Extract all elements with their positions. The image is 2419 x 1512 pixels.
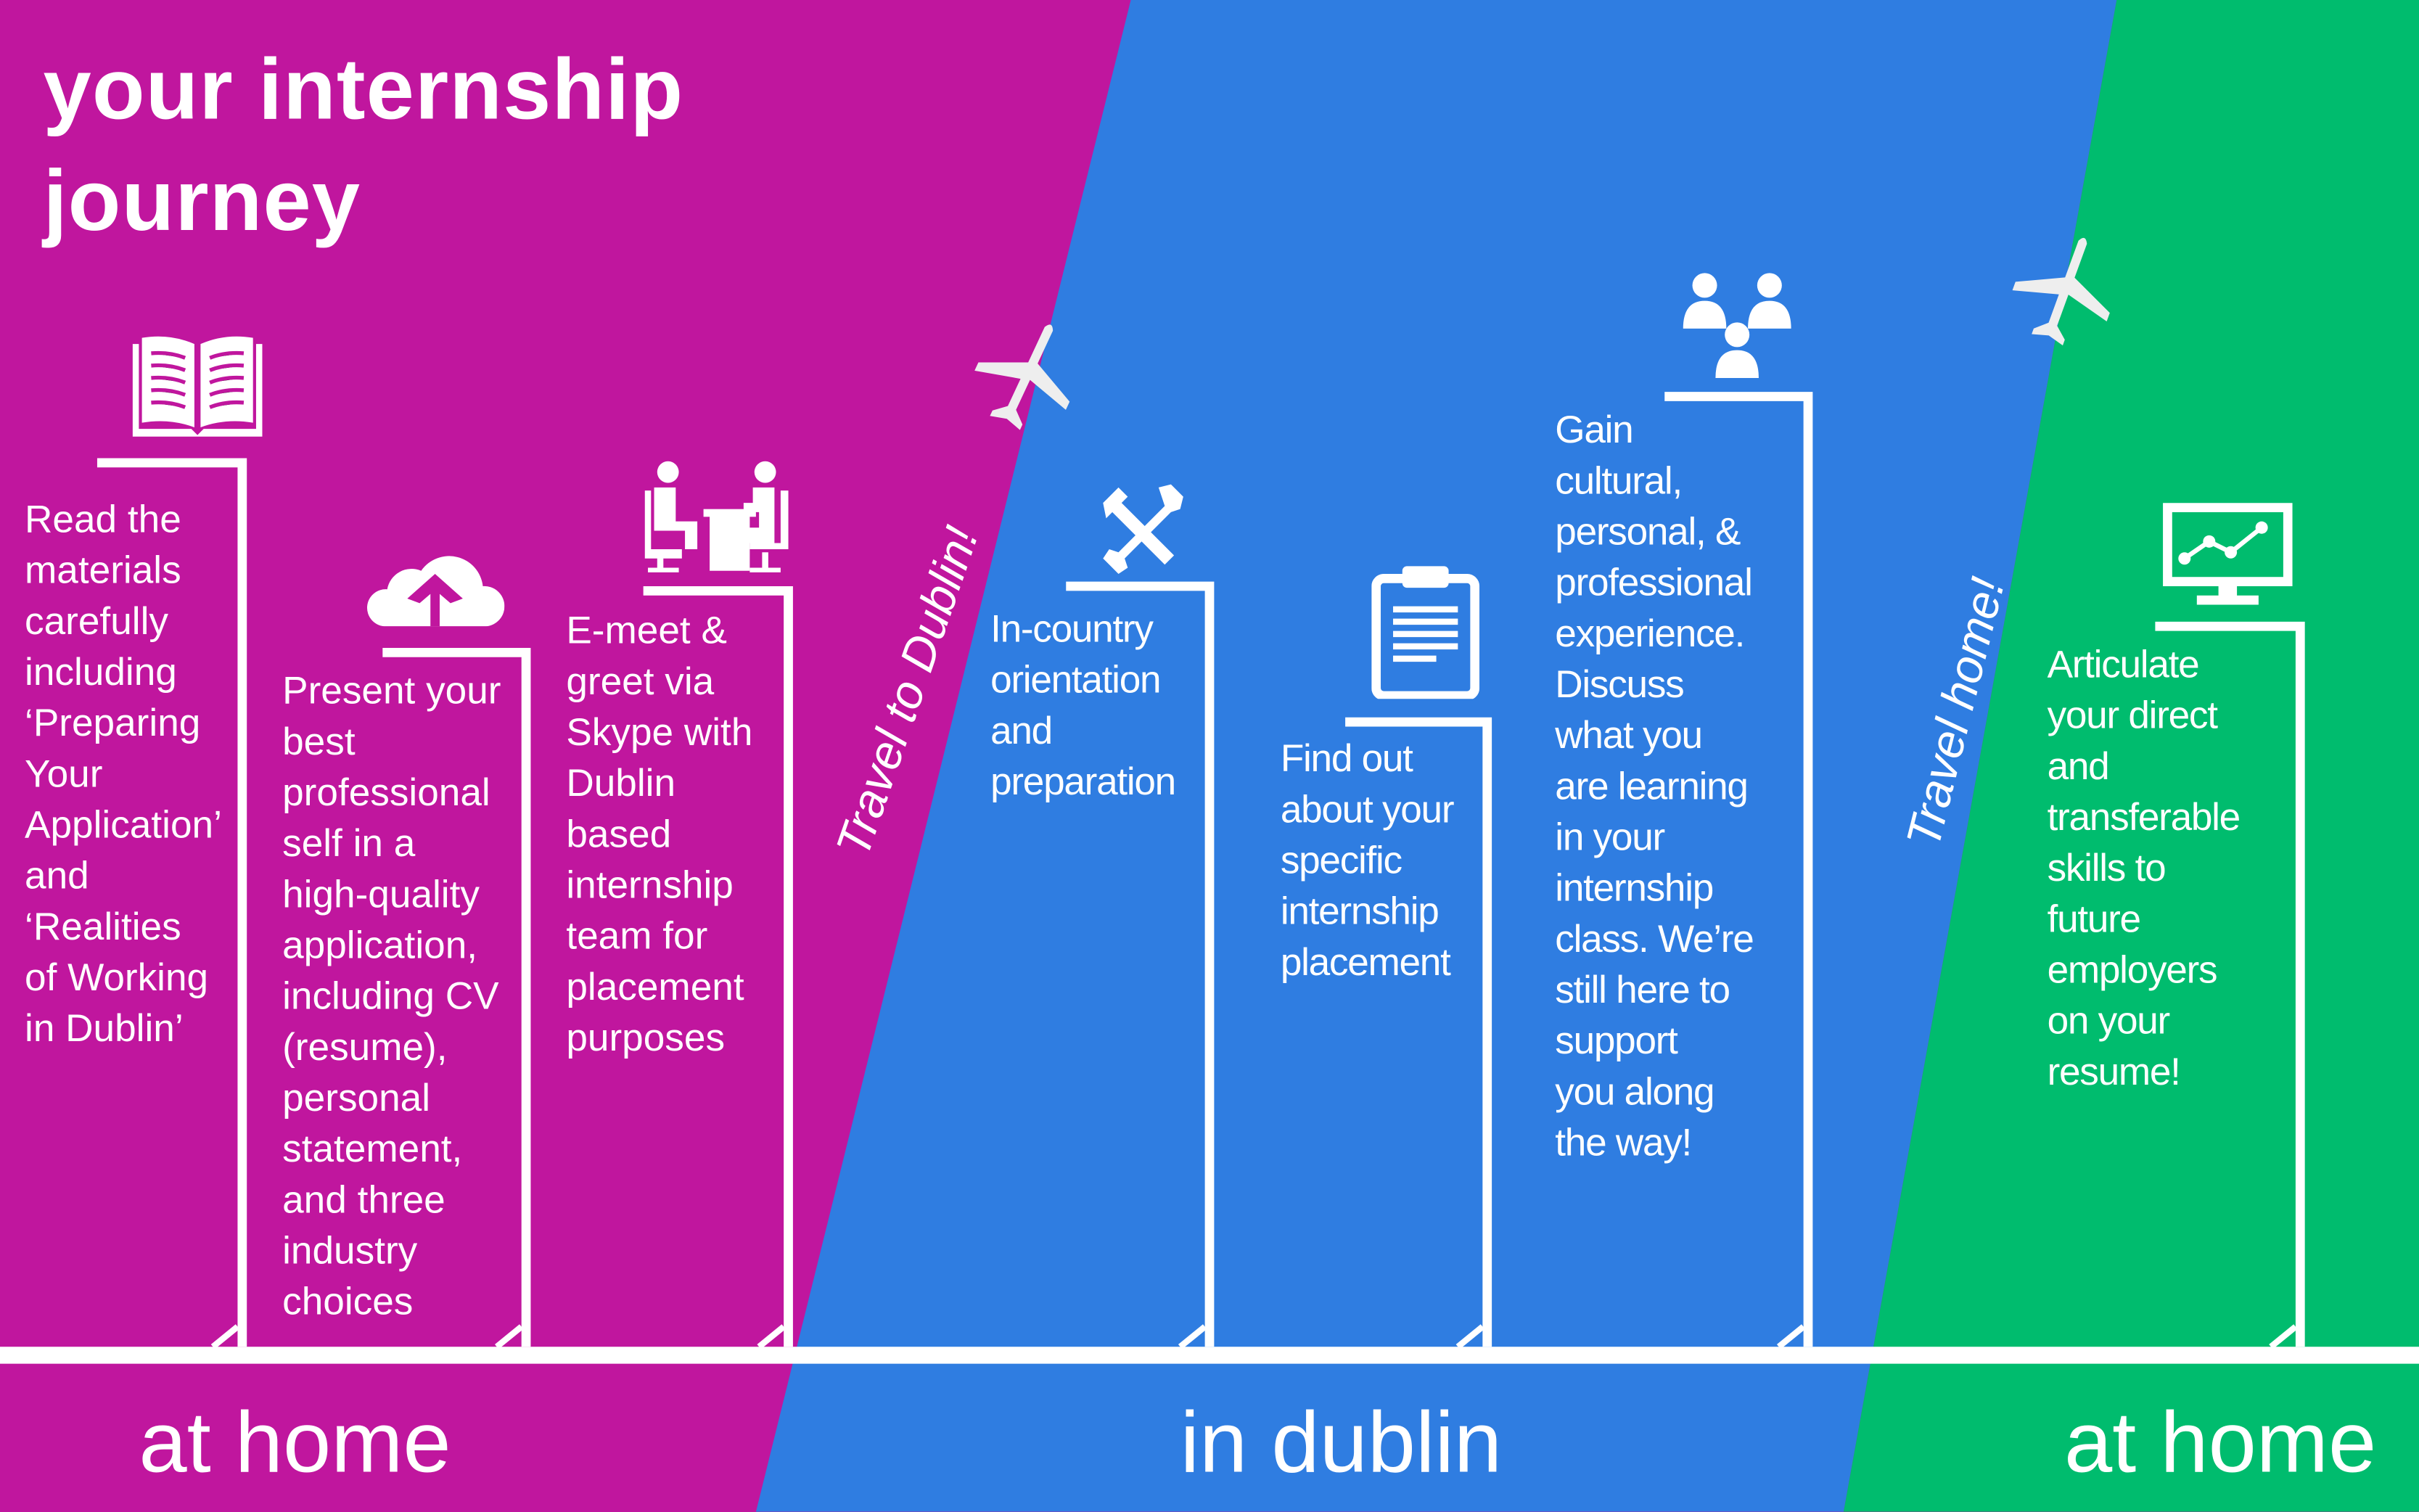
step-4-text: In-country orientation and preparation [990,607,1176,804]
airplane-icon [2012,237,2110,346]
step-1-bracket [96,458,247,1347]
monitor-chart-icon [2163,503,2293,605]
step-7-bracket [2155,621,2305,1347]
step-1-text: Read the materials carefully including ‘… [25,498,222,1051]
zone-label-at-home-return: at home [2063,1393,2377,1490]
people-icon [1683,273,1791,378]
meeting-icon [644,461,789,572]
step-5-bracket [1345,717,1492,1347]
step-2-bracket [382,648,531,1347]
step-2-text: Present your best professional self in a… [282,669,501,1324]
zone-label-at-home: at home [139,1393,451,1490]
cloud-upload-icon [367,556,505,627]
step-brackets [96,392,2305,1347]
clipboard-icon [1371,566,1480,699]
step-5-text: Find out about your specific internship … [1280,737,1455,985]
step-6-text: Gain cultural, personal, & professional … [1555,408,1754,1165]
tools-icon [1103,484,1183,574]
book-icon [132,336,263,437]
step-6-bracket [1664,392,1813,1347]
home-again-zone-bg [1843,0,2419,1512]
airplane-icon [974,324,1070,430]
step-3-text: E-meet & greet via Skype with Dublin bas… [566,609,753,1060]
step-3-bracket [643,586,793,1347]
page-title: your internship journey [43,40,684,249]
timeline-baseline [0,1347,2419,1364]
zone-label-in-dublin: in dublin [1180,1393,1503,1490]
in-dublin-zone-bg [755,0,2117,1512]
step-4-bracket [1066,581,1215,1347]
step-7-text: Articulate your direct and transferable … [2047,643,2241,1094]
bracket-notches [210,1324,2298,1349]
